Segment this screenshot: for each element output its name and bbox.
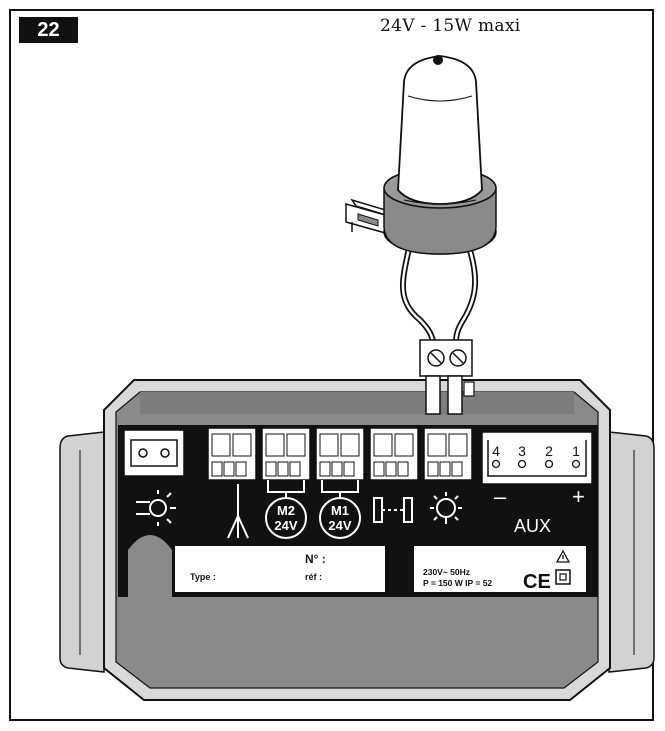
figure-number: 22 [19, 17, 78, 43]
motor-m2-icon [265, 480, 307, 539]
double-insulation-icon [555, 569, 571, 585]
motor-m2-voltage: 24V [274, 518, 297, 533]
housing-right-cap [608, 431, 655, 673]
light-sun-icon [136, 490, 176, 526]
type-plate-number: N° : [305, 552, 326, 566]
ce-mark: CE [523, 571, 551, 593]
terminal-block-m1 [315, 427, 365, 481]
lamp-wires [400, 243, 479, 346]
antenna-icon [227, 484, 249, 539]
motor-m2-name: M2 [277, 503, 295, 518]
aux-pin-1: 1 [572, 443, 580, 459]
type-plate-ref: réf : [305, 572, 322, 582]
aux-pin-3: 3 [518, 443, 526, 459]
terminal-block-m2 [261, 427, 311, 481]
aux-label: AUX [514, 516, 551, 536]
aux-minus-label: – [494, 484, 507, 509]
warning-lamp-icon [430, 492, 462, 524]
terminal-block-photocell [369, 427, 419, 481]
lamp-spec-label: 24V - 15W maxi [380, 16, 521, 36]
rating-voltage: 230V~ 50Hz [423, 567, 470, 577]
type-plate-type: Type : [190, 572, 216, 582]
warning-lamp [345, 55, 497, 255]
housing-left-cap [59, 431, 105, 673]
aux-connector: 4 3 2 1 [481, 431, 593, 485]
terminal-block-antenna [207, 427, 257, 481]
motor-m1-name: M1 [331, 503, 349, 518]
aux-pin-4: 4 [492, 443, 500, 459]
motor-m1-icon [319, 480, 361, 539]
power-socket [123, 429, 185, 477]
motor-m1-voltage: 24V [328, 518, 351, 533]
terminal-block-lamp [423, 427, 473, 481]
aux-plus-label: + [572, 484, 585, 509]
aux-pin-2: 2 [545, 443, 553, 459]
lamp-plug-connector [419, 339, 475, 415]
photocell-icon [373, 497, 413, 523]
rating-power: P = 150 W IP = 52 [423, 578, 492, 588]
warning-triangle-icon [555, 549, 571, 563]
type-plate [175, 546, 385, 592]
